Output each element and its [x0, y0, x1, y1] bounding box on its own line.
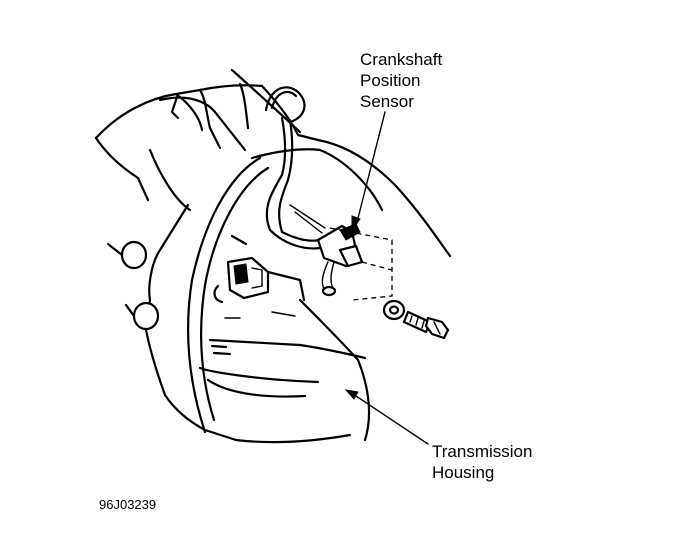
crankshaft-label-line1: Crankshaft [360, 50, 443, 69]
transmission-housing-label: Transmission Housing [432, 441, 532, 483]
transmission-label-line2: Housing [432, 463, 495, 482]
sensor-bracket [289, 204, 364, 297]
crankshaft-label-line3: Sensor [360, 92, 414, 111]
transmission-housing [198, 298, 371, 444]
washer [382, 299, 406, 321]
crankshaft-sensor-leader [355, 111, 386, 227]
leader-lines [344, 111, 429, 445]
timing-cover [230, 68, 452, 258]
crankshaft-label-line2: Position [360, 71, 421, 90]
figure-id: 96J03239 [99, 497, 157, 512]
bolt [402, 310, 450, 340]
engine-left-components [106, 234, 306, 331]
transmission-housing-arrowhead [344, 389, 359, 400]
crankcase-wall [186, 156, 270, 434]
wiring-harness [264, 86, 322, 250]
crankshaft-sensor-arrowhead [351, 215, 361, 232]
mounting-plate-outline [329, 227, 393, 301]
transmission-housing-leader [349, 391, 429, 445]
transmission-label-line1: Transmission [432, 442, 533, 461]
crankshaft-position-sensor-label: Crankshaft Position Sensor [360, 49, 442, 112]
